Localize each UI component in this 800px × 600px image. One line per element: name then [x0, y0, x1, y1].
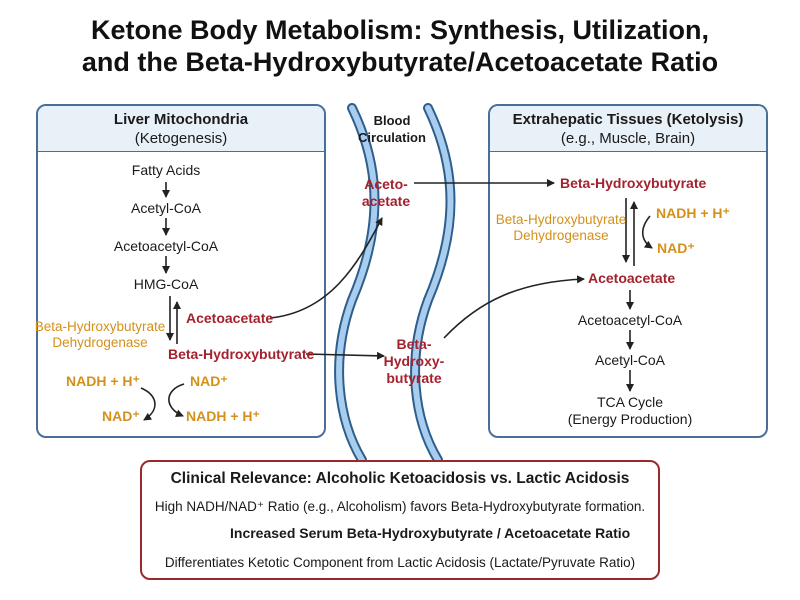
liver-acetoacetate: Acetoacetate	[186, 310, 274, 326]
liver-enzyme-line-2: Dehydrogenase	[52, 335, 148, 350]
liver-step-acetyl-coa: Acetyl-CoA	[130, 200, 202, 216]
tissue-panel-header: Extrahepatic Tissues (Ketolysis) (e.g., …	[490, 106, 766, 152]
arrow-liver-acac-to-blood	[269, 217, 383, 319]
tissue-step-acetyl-coa: Acetyl-CoA	[594, 352, 666, 368]
arrow-liver-bhb-to-blood	[305, 351, 385, 360]
clinical-relevance-box: Clinical Relevance: Alcoholic Ketoacidos…	[140, 460, 660, 580]
liver-nad-left: NAD⁺	[102, 408, 140, 424]
title-line-1: Ketone Body Metabolism: Synthesis, Utili…	[90, 15, 710, 45]
tissue-enzyme-line-2: Dehydrogenase	[513, 228, 609, 243]
liver-step-acetoacetyl-coa: Acetoacetyl-CoA	[113, 238, 219, 254]
liver-nadh-right: NADH + H⁺	[186, 408, 260, 424]
arrow-tissue-cofactor	[641, 215, 653, 249]
title-line-2: and the Beta-Hydroxybutyrate/Acetoacetat…	[81, 47, 719, 77]
liver-header-subtitle: (Ketogenesis)	[134, 130, 228, 147]
liver-nad-right: NAD⁺	[190, 373, 228, 389]
blood-acetoacetate-line-2: acetate	[361, 193, 411, 209]
tissue-acetoacetate: Acetoacetate	[588, 270, 676, 286]
blood-bhb-line-1: Beta-	[396, 336, 432, 352]
clinical-title: Clinical Relevance: Alcoholic Ketoacidos…	[170, 470, 630, 487]
tissue-tca-line-1: TCA Cycle	[596, 394, 664, 410]
tissue-tca-line-2: (Energy Production)	[567, 411, 693, 427]
blood-header-line-2: Circulation	[358, 130, 426, 145]
blood-acetoacetate-line-1: Aceto-	[364, 176, 408, 192]
tissue-enzyme-line-1: Beta-Hydroxybutyrate	[495, 212, 627, 227]
tissue-nadh: NADH + H⁺	[656, 205, 730, 221]
liver-header-title: Liver Mitochondria	[113, 111, 249, 128]
tissue-header-title: Extrahepatic Tissues (Ketolysis)	[512, 111, 744, 128]
arrow-cofactor-left	[140, 387, 156, 421]
clinical-line-1: High NADH/NAD⁺ Ratio (e.g., Alcoholism) …	[154, 499, 646, 514]
liver-panel-header: Liver Mitochondria (Ketogenesis)	[38, 106, 324, 152]
liver-enzyme-line-1: Beta-Hydroxybutyrate	[34, 319, 166, 334]
tissue-nad: NAD⁺	[657, 240, 695, 256]
liver-step-fatty-acids: Fatty Acids	[131, 162, 201, 178]
blood-header-line-1: Blood	[373, 113, 411, 128]
tissue-header-subtitle: (e.g., Muscle, Brain)	[560, 130, 696, 147]
liver-panel: Liver Mitochondria (Ketogenesis)	[36, 104, 326, 438]
liver-step-hmg-coa: HMG-CoA	[133, 276, 199, 292]
liver-bhb: Beta-Hydroxybutyrate	[168, 346, 315, 362]
blood-vessel	[334, 103, 456, 465]
tissue-bhb: Beta-Hydroxybutyrate	[560, 175, 707, 191]
arrow-blood-bhb-to-tissue	[443, 275, 585, 339]
tissue-panel: Extrahepatic Tissues (Ketolysis) (e.g., …	[488, 104, 768, 438]
liver-nadh-left: NADH + H⁺	[66, 373, 140, 389]
arrow-cofactor-right	[168, 383, 185, 417]
blood-bhb-line-2: Hydroxy-	[383, 353, 445, 369]
blood-bhb-line-3: butyrate	[386, 370, 442, 386]
clinical-line-3: Differentiates Ketotic Component from La…	[164, 555, 636, 570]
clinical-line-2: Increased Serum Beta-Hydroxybutyrate / A…	[230, 525, 631, 541]
tissue-step-acetoacetyl-coa: Acetoacetyl-CoA	[577, 312, 683, 328]
